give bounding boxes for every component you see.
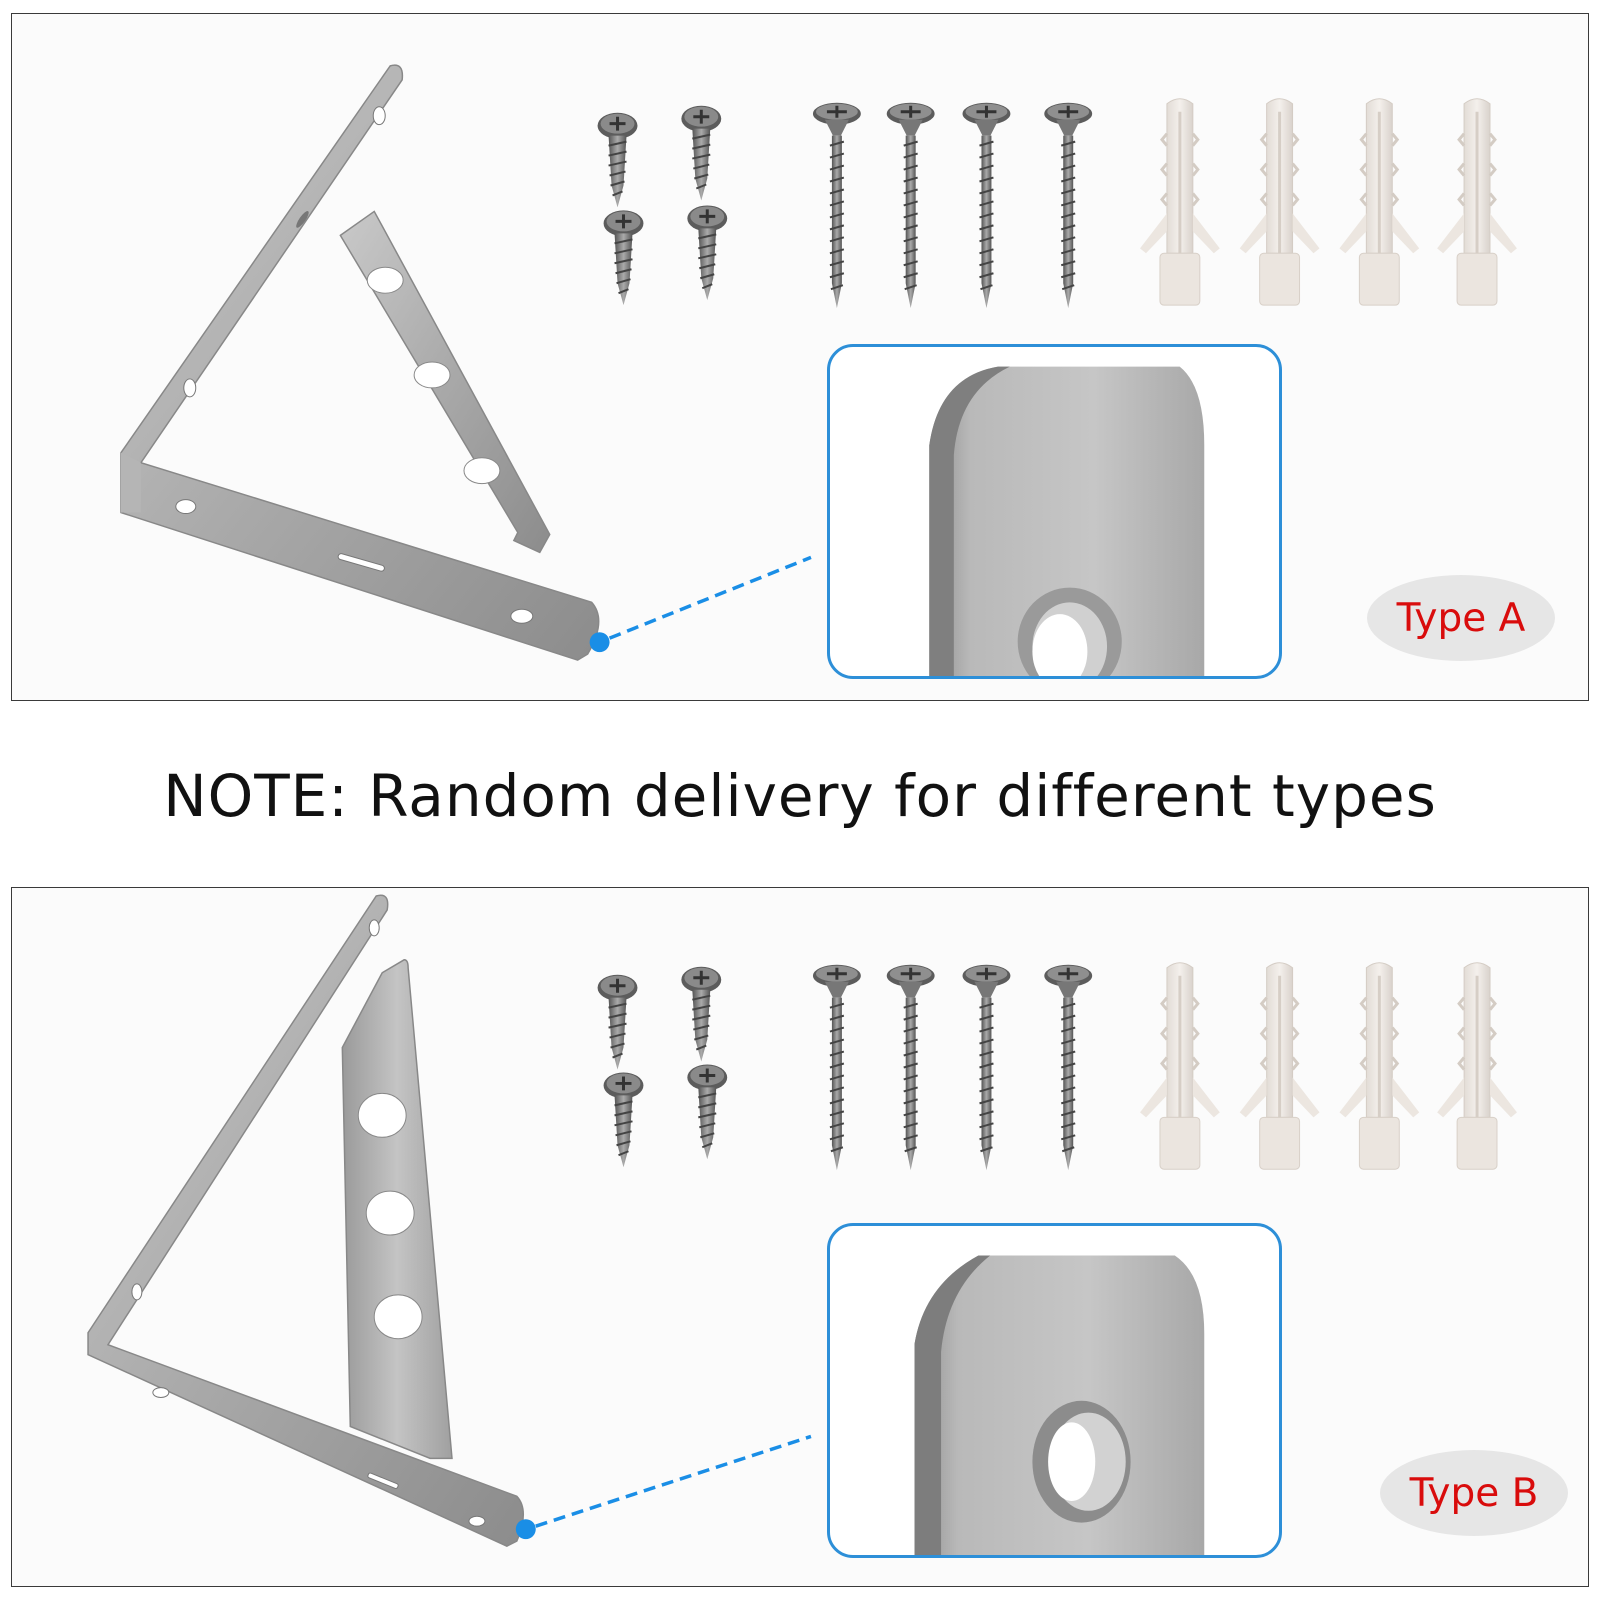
type-b-badge: Type B [1380,1450,1568,1536]
brace-bar [339,210,551,554]
type-a-panel: Type A [11,13,1589,701]
note-text: NOTE: Random delivery for different type… [163,762,1437,830]
brace-bar [341,959,453,1460]
l-bracket [87,894,525,1547]
type-b-illustration [87,894,1519,1547]
callout-dot [515,1519,536,1540]
type-a-zoom-detail [827,344,1282,679]
l-bracket [120,64,600,661]
long-screws [811,963,1094,1172]
type-b-panel: Type B [11,887,1589,1587]
type-a-badge: Type A [1367,575,1555,661]
type-b-zoom-detail [827,1223,1282,1558]
short-screws [596,104,729,307]
wall-anchors [1138,961,1519,1171]
wall-anchors [1138,97,1519,307]
callout-dot [589,632,610,653]
short-screws [596,965,729,1169]
type-a-illustration [120,64,1519,661]
long-screws [811,101,1094,310]
